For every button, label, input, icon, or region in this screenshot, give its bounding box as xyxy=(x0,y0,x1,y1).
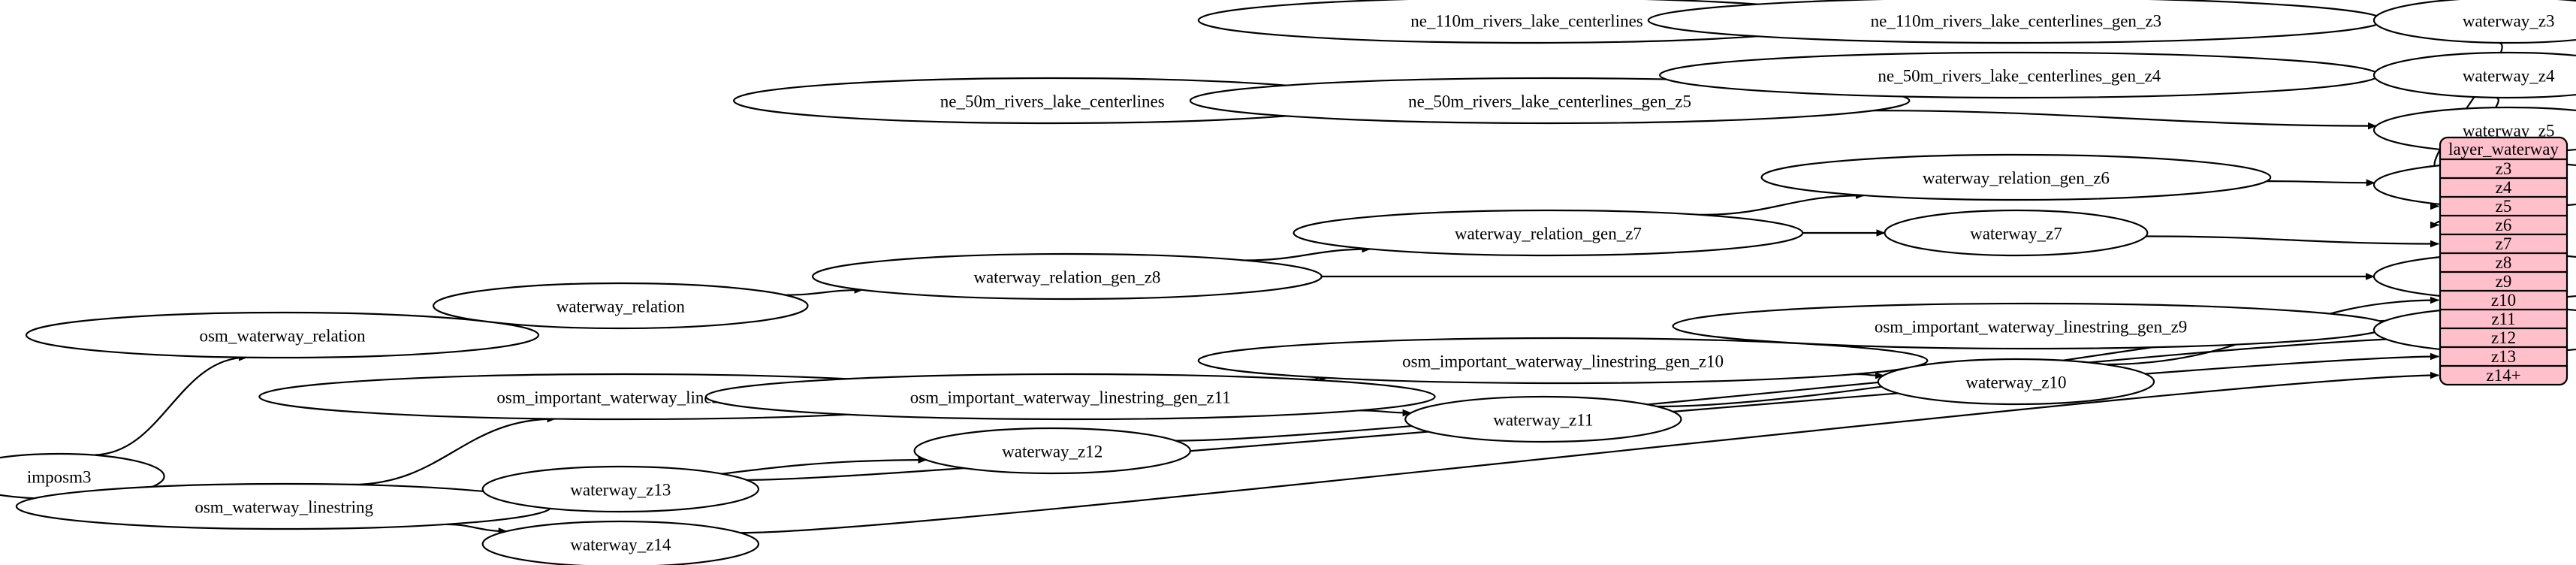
node-ellipse xyxy=(2372,51,2576,99)
node-ellipse xyxy=(433,282,809,330)
node-label: waterway_relation xyxy=(557,298,686,316)
node-label: waterway_relation_gen_z7 xyxy=(1455,225,1642,243)
node-label: waterway_z7 xyxy=(1970,225,2062,243)
node-label: ne_110m_rivers_lake_centerlines xyxy=(1410,12,1643,31)
node-ne_50m_rivers_lake_centerlines[interactable]: ne_50m_rivers_lake_centerlines xyxy=(733,77,1372,125)
node-waterway_z7[interactable]: waterway_z7 xyxy=(1884,209,2149,257)
node-ne_110m_rivers_lake_centerlines_gen_z3[interactable]: ne_110m_rivers_lake_centerlines_gen_z3 xyxy=(1647,0,2385,44)
node-ellipse xyxy=(2372,0,2576,44)
node-label: waterway_z13 xyxy=(570,481,671,500)
node-label: osm_important_waterway_linestring_gen_z1… xyxy=(910,388,1231,407)
node-ellipse xyxy=(1884,209,2149,257)
layer-row-z5[interactable]: z5 xyxy=(2496,197,2512,216)
node-waterway_z11[interactable]: waterway_z11 xyxy=(1404,395,1682,443)
edge-waterway_z7-to-layer_waterway-z7 xyxy=(2146,235,2439,248)
node-label: waterway_z12 xyxy=(1002,443,1102,461)
node-waterway_z12[interactable]: waterway_z12 xyxy=(913,427,1191,475)
layer-row-z11[interactable]: z11 xyxy=(2491,310,2515,328)
node-label: waterway_z10 xyxy=(1965,373,2066,392)
edge-imposm3-to-osm_waterway_relation xyxy=(92,353,248,456)
node-label: osm_important_waterway_linestring_gen_z1… xyxy=(1402,352,1724,371)
node-osm_waterway_linestring[interactable]: osm_waterway_linestring xyxy=(15,482,553,530)
node-ne_50m_rivers_lake_centerlines_gen_z5[interactable]: ne_50m_rivers_lake_centerlines_gen_z5 xyxy=(1189,77,1911,125)
node-osm_important_waterway_linestring_gen_z9[interactable]: osm_important_waterway_linestring_gen_z9 xyxy=(1672,302,2390,350)
node-ellipse xyxy=(1197,337,1929,385)
layer-table-body xyxy=(2439,136,2568,386)
node-label: imposm3 xyxy=(27,468,92,487)
node-label: waterway_z14 xyxy=(570,536,671,554)
node-label: osm_waterway_linestring xyxy=(195,498,373,517)
edge-osm_waterway_linestring-to-osm_important_waterway_linestring xyxy=(351,415,557,486)
node-waterway_z4[interactable]: waterway_z4 xyxy=(2372,51,2576,99)
node-ellipse xyxy=(25,311,540,359)
node-waterway_relation[interactable]: waterway_relation xyxy=(433,282,809,330)
layer-row-z4[interactable]: z4 xyxy=(2496,178,2512,197)
node-waterway_z10[interactable]: waterway_z10 xyxy=(1877,358,2155,406)
layer-row-z12[interactable]: z12 xyxy=(2491,328,2516,347)
edge-waterway_relation_gen_z7-to-waterway_relation_gen_z6 xyxy=(1700,192,1865,216)
node-label: ne_110m_rivers_lake_centerlines_gen_z3 xyxy=(1871,12,2161,31)
node-label: waterway_z3 xyxy=(2463,12,2555,31)
node-osm_important_waterway_linestring_gen_z11[interactable]: osm_important_waterway_linestring_gen_z1… xyxy=(704,373,1436,421)
layer-waterway-table: layer_waterwayz3z4z5z6z7z8z9z10z11z12z13… xyxy=(2439,136,2568,386)
layer-row-z8[interactable]: z8 xyxy=(2496,253,2512,272)
node-waterway_z14[interactable]: waterway_z14 xyxy=(481,520,759,565)
layer-row-z9[interactable]: z9 xyxy=(2496,272,2512,291)
layer-row-z14plus[interactable]: z14+ xyxy=(2486,366,2520,385)
layer-row-z7[interactable]: z7 xyxy=(2496,234,2512,253)
node-waterway_z13[interactable]: waterway_z13 xyxy=(481,465,760,513)
node-waterway_relation_gen_z6[interactable]: waterway_relation_gen_z6 xyxy=(1760,153,2272,201)
layer-row-z3[interactable]: z3 xyxy=(2496,159,2512,178)
node-ellipse xyxy=(811,252,1323,301)
layer-row-z10[interactable]: z10 xyxy=(2491,291,2516,310)
node-label: ne_50m_rivers_lake_centerlines_gen_z4 xyxy=(1878,67,2161,86)
edge-waterway_relation_gen_z8-to-waterway_relation_gen_z7 xyxy=(1244,245,1371,261)
node-ellipse xyxy=(481,520,759,565)
node-ellipse xyxy=(481,465,760,513)
node-label: osm_waterway_relation xyxy=(199,327,365,346)
node-osm_important_waterway_linestring_gen_z10[interactable]: osm_important_waterway_linestring_gen_z1… xyxy=(1197,337,1929,385)
node-label: waterway_relation_gen_z8 xyxy=(973,268,1160,287)
edge-osm_waterway_linestring-to-waterway_z14 xyxy=(445,523,508,535)
node-ellipse xyxy=(1404,395,1682,443)
node-label: osm_important_waterway_linestring_gen_z9 xyxy=(1875,318,2187,337)
edge-waterway_relation_gen_z6-to-waterway_z6 xyxy=(2267,179,2375,187)
node-ellipse xyxy=(704,373,1436,421)
layer-table-header: layer_waterway xyxy=(2448,140,2559,159)
node-waterway_relation_gen_z8[interactable]: waterway_relation_gen_z8 xyxy=(811,252,1323,301)
edge-waterway_z3-to-layer_waterway-z3 xyxy=(2430,41,2503,173)
node-label: ne_50m_rivers_lake_centerlines_gen_z5 xyxy=(1408,92,1691,111)
node-label: waterway_z4 xyxy=(2463,67,2555,86)
edge-ne_50m_rivers_lake_centerlines_gen_z5-to-waterway_z5 xyxy=(1872,110,2377,130)
node-label: waterway_relation_gen_z6 xyxy=(1923,169,2110,188)
layer-row-z13[interactable]: z13 xyxy=(2491,347,2516,366)
node-ellipse xyxy=(1760,153,2272,201)
node-ne_50m_rivers_lake_centerlines_gen_z4[interactable]: ne_50m_rivers_lake_centerlines_gen_z4 xyxy=(1658,51,2380,99)
node-ellipse xyxy=(1293,209,1804,257)
edge-waterway_z14-to-layer_waterway-z14- xyxy=(740,371,2439,534)
layer-row-z6[interactable]: z6 xyxy=(2496,216,2512,234)
node-label: ne_50m_rivers_lake_centerlines xyxy=(940,92,1165,111)
edge-waterway_relation-to-waterway_relation_gen_z8 xyxy=(785,286,864,296)
node-osm_waterway_relation[interactable]: osm_waterway_relation xyxy=(25,311,540,359)
node-ellipse xyxy=(1189,77,1911,125)
edge-osm_important_waterway_linestring_gen_z11-to-waterway_z11 xyxy=(1359,409,1412,417)
node-ellipse xyxy=(913,427,1191,475)
node-label: waterway_z11 xyxy=(1493,411,1593,430)
edge-waterway_z12-to-layer_waterway-z12 xyxy=(1175,334,2439,442)
node-waterway_relation_gen_z7[interactable]: waterway_relation_gen_z7 xyxy=(1293,209,1804,257)
node-ellipse xyxy=(1877,358,2155,406)
node-waterway_z3[interactable]: waterway_z3 xyxy=(2372,0,2576,44)
